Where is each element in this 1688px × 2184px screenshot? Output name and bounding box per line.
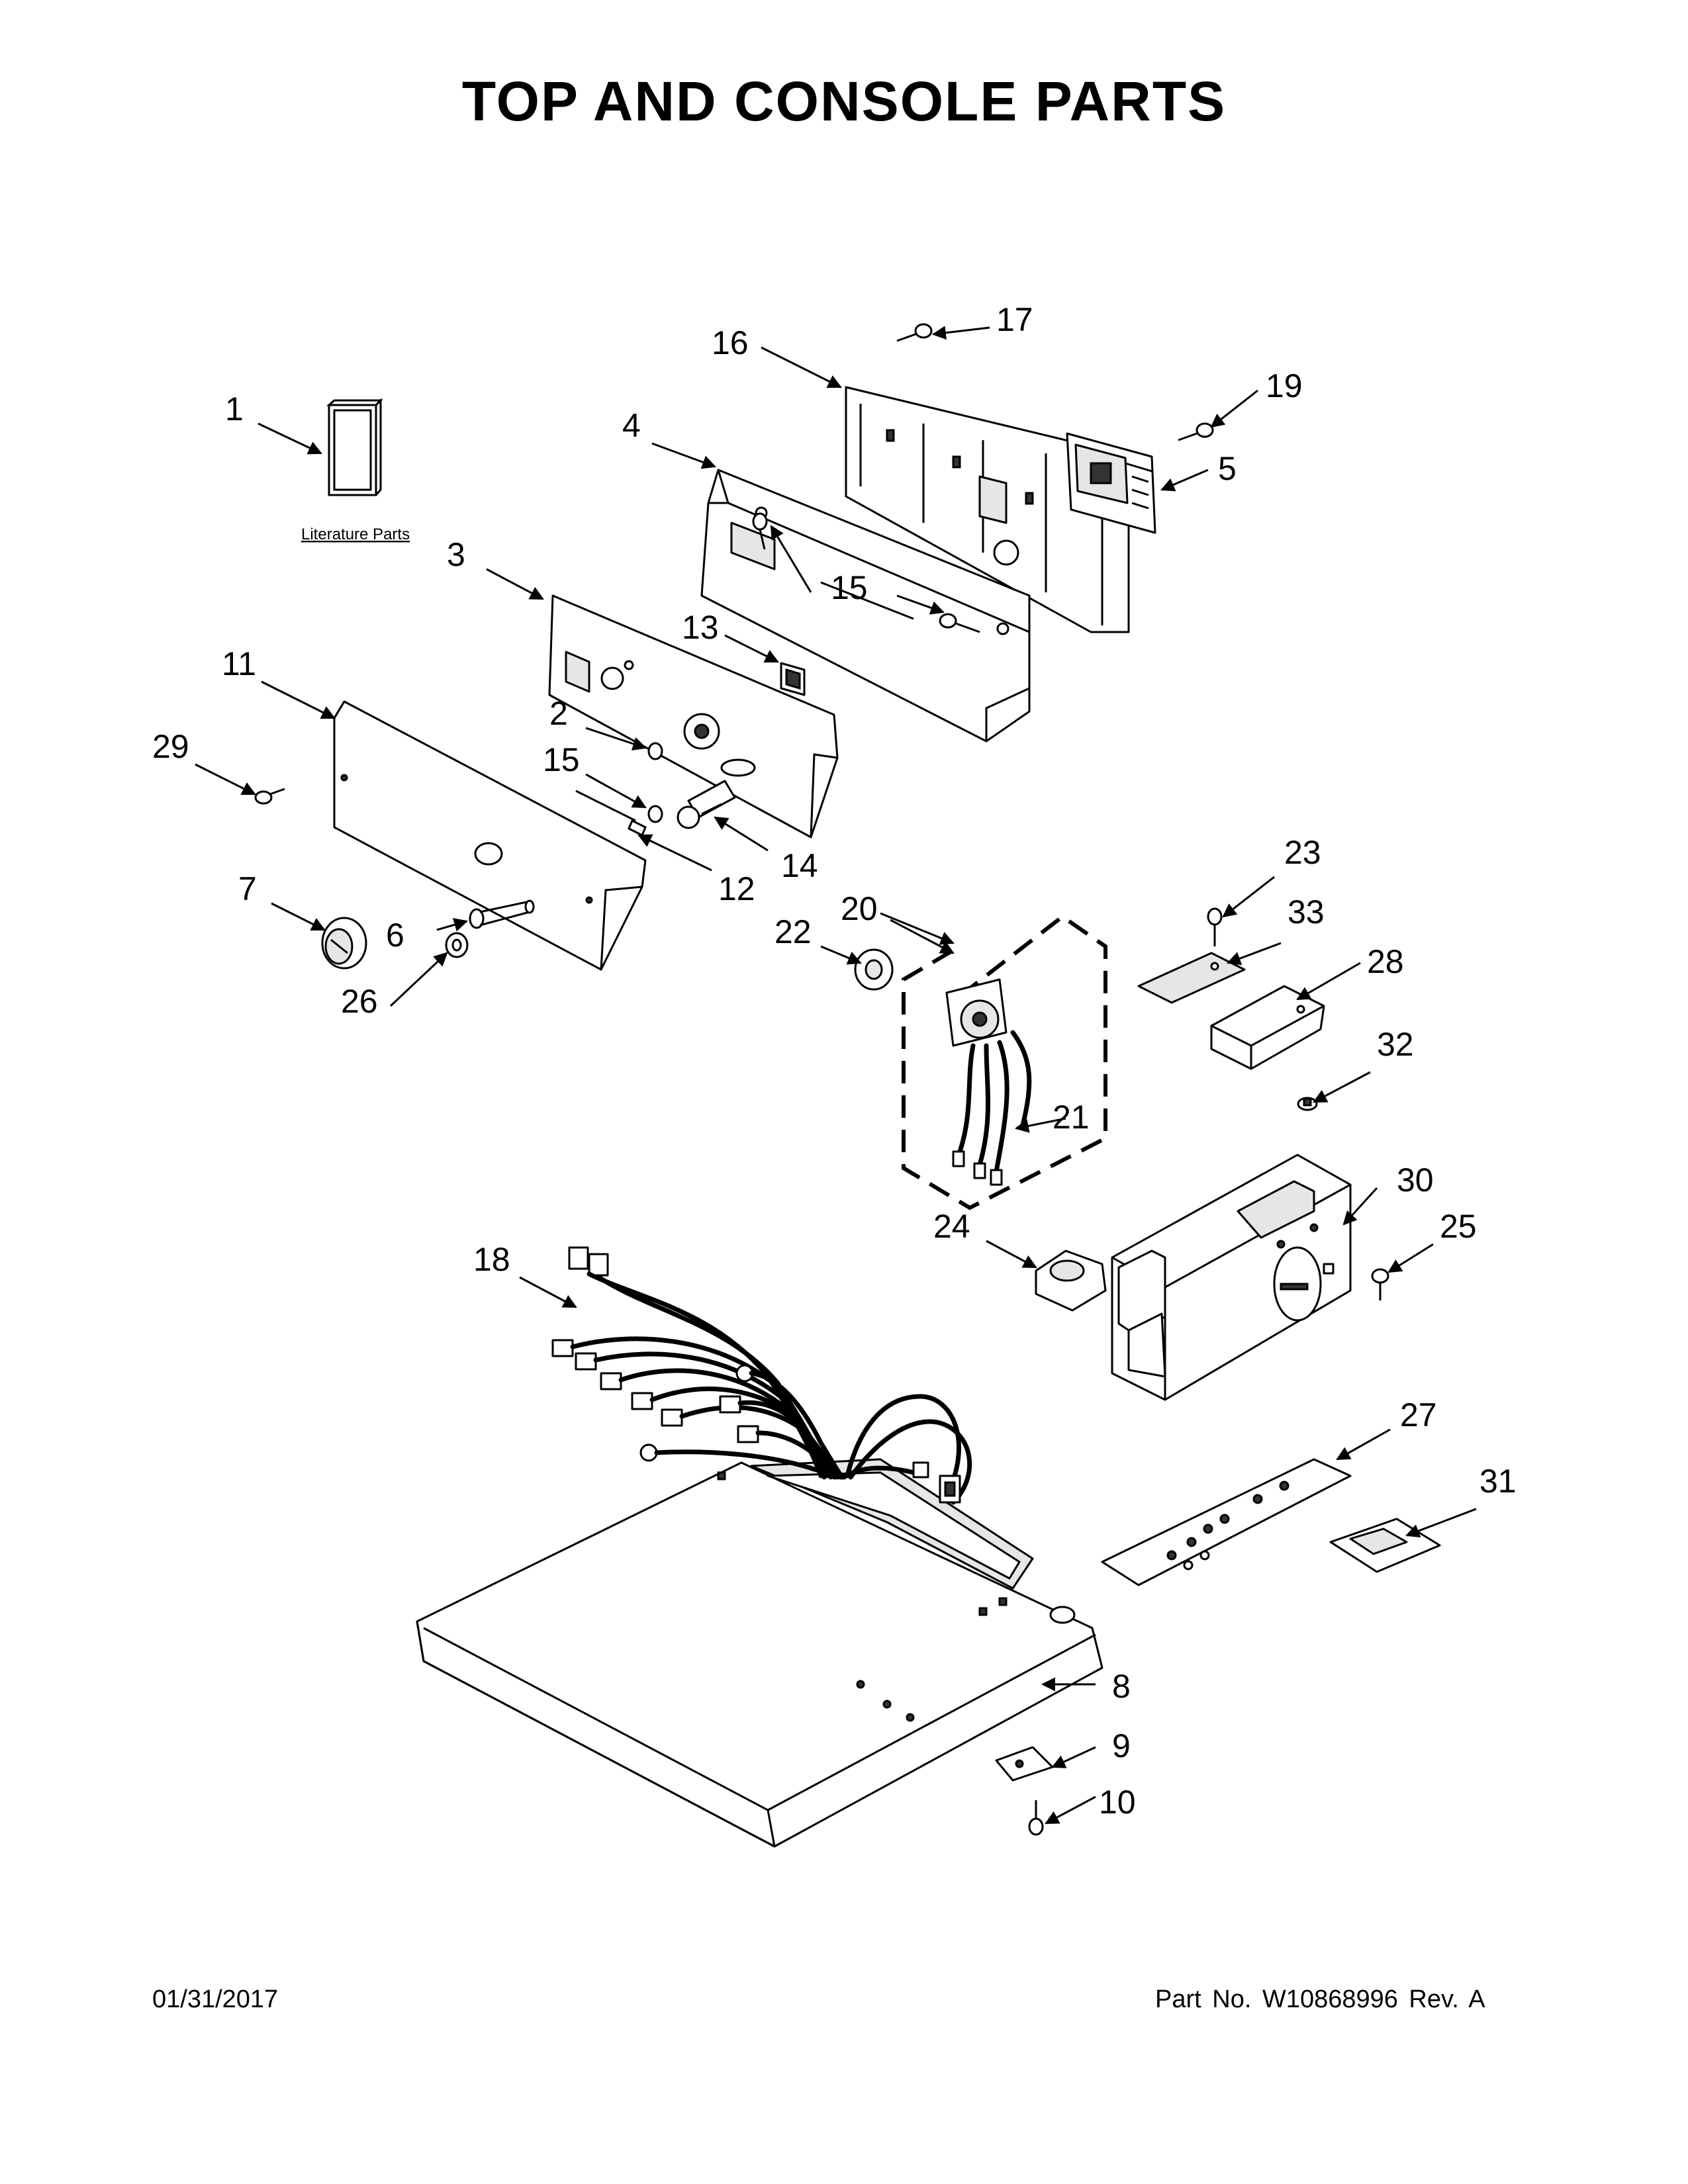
callout-18[interactable]: 18 [473, 1241, 510, 1278]
part-14-switch[interactable] [677, 780, 736, 829]
callout-14[interactable]: 14 [781, 847, 818, 884]
part-25-screw[interactable] [1371, 1268, 1389, 1300]
callout-28[interactable]: 28 [1367, 943, 1404, 980]
callout-29[interactable]: 29 [152, 728, 189, 765]
callout-13[interactable]: 13 [682, 609, 719, 646]
part-28-cover[interactable] [1210, 985, 1325, 1070]
part-24-strain-relief[interactable] [1035, 1250, 1107, 1312]
part-6-shaft[interactable] [469, 899, 535, 929]
callout-21[interactable]: 21 [1053, 1099, 1090, 1136]
part-31-bracket[interactable] [1329, 1518, 1441, 1573]
callout-16[interactable]: 16 [712, 324, 749, 361]
part-19-screw[interactable] [1178, 422, 1214, 441]
part-8-top-panel[interactable] [416, 1458, 1103, 1848]
callout-12[interactable]: 12 [718, 870, 755, 907]
part-17-screw[interactable] [896, 323, 933, 342]
part-21-wire-harness[interactable] [952, 1030, 1032, 1186]
callout-27[interactable]: 27 [1400, 1396, 1437, 1433]
callout-30[interactable]: 30 [1397, 1161, 1434, 1199]
part-11-control-panel[interactable] [333, 700, 647, 971]
callout-15-top[interactable]: 15 [831, 569, 868, 606]
callout-25[interactable]: 25 [1440, 1208, 1477, 1245]
part-3-console-panel[interactable] [548, 594, 839, 839]
part-27-plate[interactable] [1101, 1458, 1352, 1586]
part-29-screw[interactable] [254, 788, 285, 805]
part-15-screw-top[interactable] [752, 512, 980, 633]
part-2-button[interactable] [647, 742, 663, 760]
timer-body[interactable] [945, 978, 1008, 1047]
callout-numbers: 1 2 3 4 5 6 7 8 9 10 11 12 13 14 15 15 1… [152, 301, 1517, 1821]
part-20-timer-group[interactable] [902, 914, 1107, 1210]
callout-32[interactable]: 32 [1377, 1026, 1414, 1063]
part-26-washer[interactable] [445, 932, 469, 958]
footer-date: 01/31/2017 [152, 1985, 279, 2013]
callout-1[interactable]: 1 [225, 390, 244, 428]
callout-9[interactable]: 9 [1112, 1727, 1131, 1764]
callout-23[interactable]: 23 [1284, 834, 1321, 871]
part-9-clip[interactable] [995, 1746, 1054, 1782]
callout-22[interactable]: 22 [774, 913, 812, 950]
callout-15-mid[interactable]: 15 [543, 741, 580, 778]
callout-11[interactable]: 11 [222, 645, 256, 682]
callout-5[interactable]: 5 [1218, 450, 1237, 487]
callout-31[interactable]: 31 [1479, 1463, 1517, 1500]
part-16-console-bracket[interactable] [845, 386, 1130, 633]
part-18-wire-harness[interactable] [551, 1246, 972, 1505]
callout-26[interactable]: 26 [341, 983, 378, 1020]
part-23-screw[interactable] [1207, 907, 1223, 946]
part-1-literature[interactable]: Literature Parts [301, 398, 410, 543]
callout-10[interactable]: 10 [1099, 1784, 1136, 1821]
callout-17[interactable]: 17 [996, 301, 1033, 338]
page-title: TOP AND CONSOLE PARTS [461, 70, 1227, 132]
part-33-cover-plate[interactable] [1137, 952, 1246, 1004]
callout-20[interactable]: 20 [841, 890, 878, 927]
part-32-clip[interactable] [1297, 1097, 1318, 1111]
callout-4[interactable]: 4 [622, 407, 641, 444]
part-13-switch[interactable] [780, 662, 806, 696]
callout-7[interactable]: 7 [238, 870, 257, 907]
leader-lines [195, 326, 1477, 1825]
callout-19[interactable]: 19 [1266, 367, 1303, 404]
part-10-screw[interactable] [1028, 1800, 1044, 1836]
part-15-screw-mid[interactable] [647, 805, 663, 823]
callout-2[interactable]: 2 [549, 695, 568, 732]
callout-8[interactable]: 8 [1112, 1668, 1131, 1705]
callout-33[interactable]: 33 [1288, 893, 1325, 931]
part-7-knob[interactable] [321, 917, 367, 970]
callout-24[interactable]: 24 [933, 1208, 970, 1245]
callout-3[interactable]: 3 [447, 536, 465, 573]
part-5-control-board[interactable] [1066, 432, 1156, 534]
part-30-control-housing[interactable] [1111, 1154, 1352, 1401]
callout-6[interactable]: 6 [386, 917, 404, 954]
footer-part-number: Part No. W10868996 Rev. A [1155, 1985, 1485, 2013]
literature-parts-label[interactable]: Literature Parts [301, 525, 410, 543]
part-22-knob[interactable] [854, 948, 894, 991]
